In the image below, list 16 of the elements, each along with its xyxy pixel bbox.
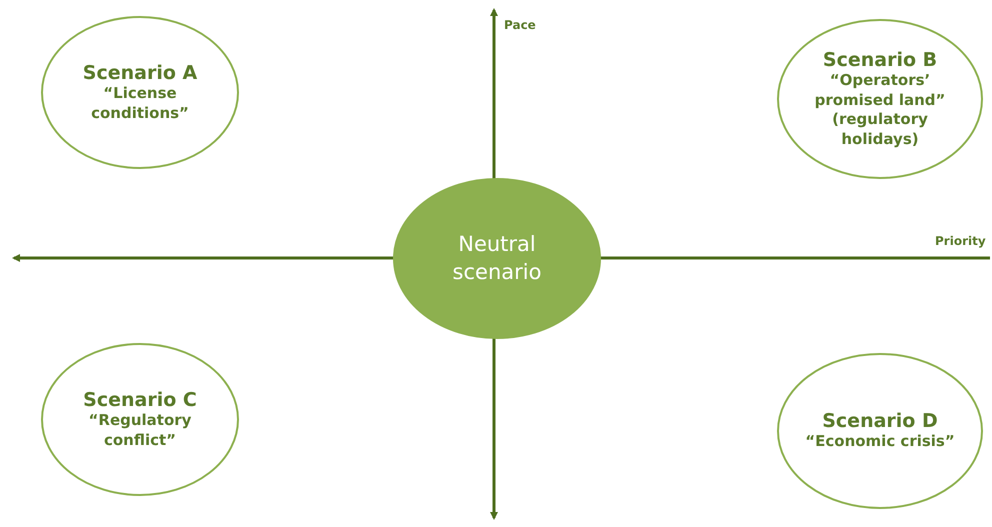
axis-label: Priority <box>935 234 986 248</box>
scenario-description: “Operators’ promised land” (regulatory holidays) <box>814 71 946 149</box>
scenario-title: Scenario C <box>83 389 197 411</box>
node-title: Neutral scenario <box>452 231 542 286</box>
scenario-title: Scenario B <box>822 49 938 71</box>
center-ellipse <box>392 177 602 340</box>
scenario-description: “License conditions” <box>90 84 190 123</box>
scenario-title: Scenario D <box>822 410 938 432</box>
scenario-ellipse <box>40 15 240 170</box>
scenario-title: Scenario A <box>82 62 198 84</box>
scenario-ellipse <box>776 18 984 180</box>
scenario-ellipse <box>40 342 240 497</box>
scenario-description: “Regulatory conflict” <box>88 411 192 450</box>
scenario-description: “Economic crisis” <box>805 432 955 452</box>
scenario-ellipse <box>776 352 984 510</box>
axis-label: Pace <box>504 18 536 32</box>
